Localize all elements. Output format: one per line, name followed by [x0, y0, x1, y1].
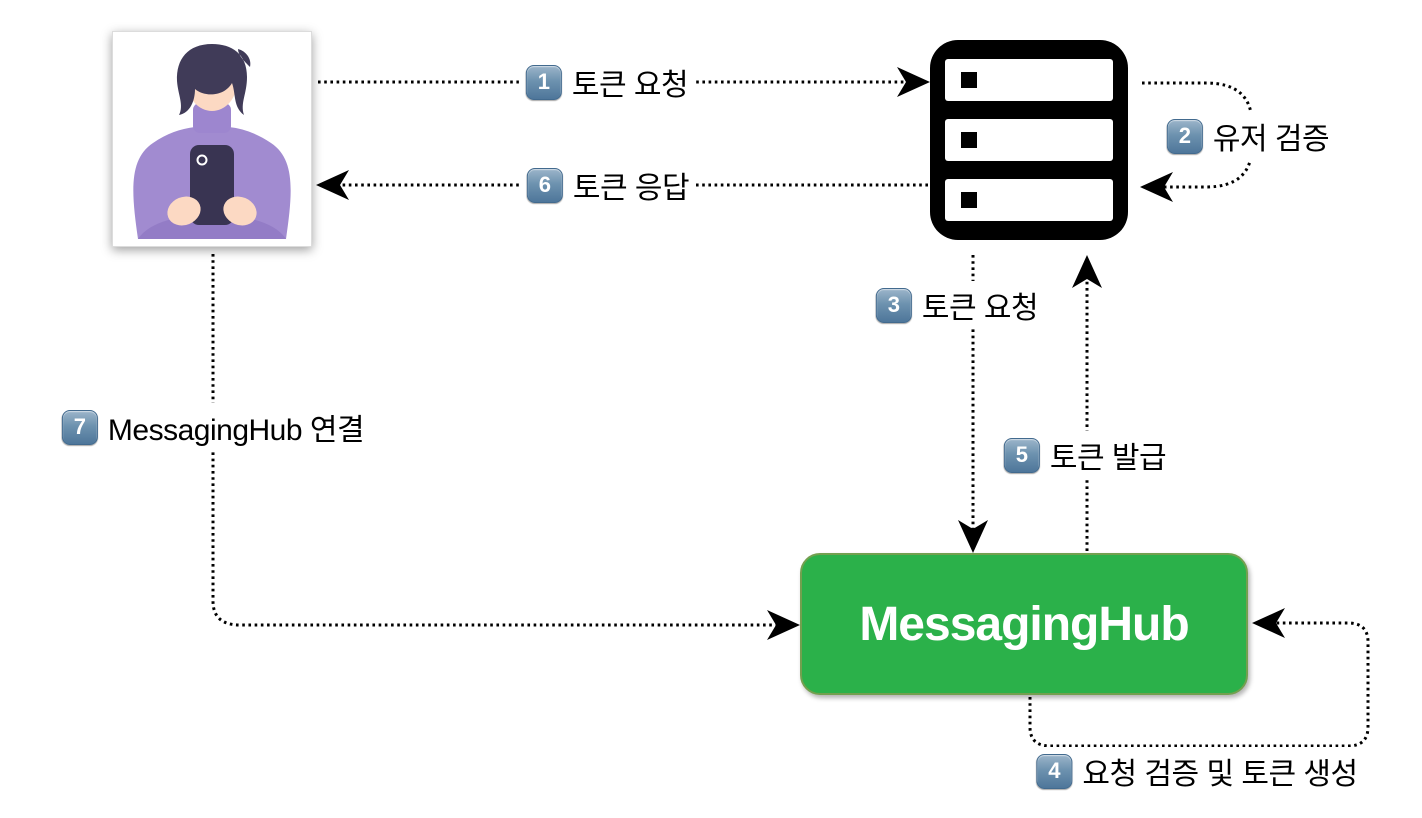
step-5-label: 5 토큰 발급	[996, 431, 1174, 479]
step-4-label: 4 요청 검증 및 토큰 생성	[1029, 747, 1365, 795]
step-7-label: 7 MessagingHub 연결	[54, 403, 372, 451]
arrow-step3-token-request	[958, 255, 988, 553]
left-hand	[167, 196, 201, 226]
step-4-badge: 4	[1036, 753, 1073, 789]
step-6-label: 6 토큰 응답	[519, 161, 697, 209]
messaging-hub-label: MessagingHub	[859, 597, 1189, 651]
user-photo-illustration	[120, 39, 304, 239]
right-hand	[223, 196, 257, 226]
arrow-step7-hub-connect	[211, 254, 800, 640]
server-icon	[930, 40, 1128, 240]
auth-server	[930, 40, 1128, 245]
server-led-1	[961, 72, 977, 88]
arrow-step4-verify-create-loop	[1028, 608, 1370, 748]
phone-camera	[196, 154, 208, 166]
step-7-badge: 7	[61, 409, 98, 445]
hair	[176, 44, 251, 115]
step-1-badge: 1	[525, 64, 562, 100]
step-6-badge: 6	[526, 167, 563, 203]
step-2-badge: 2	[1166, 118, 1203, 154]
step-3-badge: 3	[875, 287, 912, 323]
messaging-hub-node: MessagingHub	[800, 553, 1248, 695]
step-5-badge: 5	[1003, 437, 1040, 473]
arrow-step5-token-issue	[1072, 255, 1102, 551]
collar	[193, 103, 231, 133]
server-led-2	[961, 132, 977, 148]
server-led-3	[961, 192, 977, 208]
user-actor	[112, 31, 312, 247]
step-3-label: 3 토큰 요청	[868, 281, 1046, 329]
step-2-label: 2 유저 검증	[1159, 112, 1337, 160]
arrow-step2-user-verify-loop	[1140, 81, 1254, 202]
step-1-label: 1 토큰 요청	[518, 58, 696, 106]
